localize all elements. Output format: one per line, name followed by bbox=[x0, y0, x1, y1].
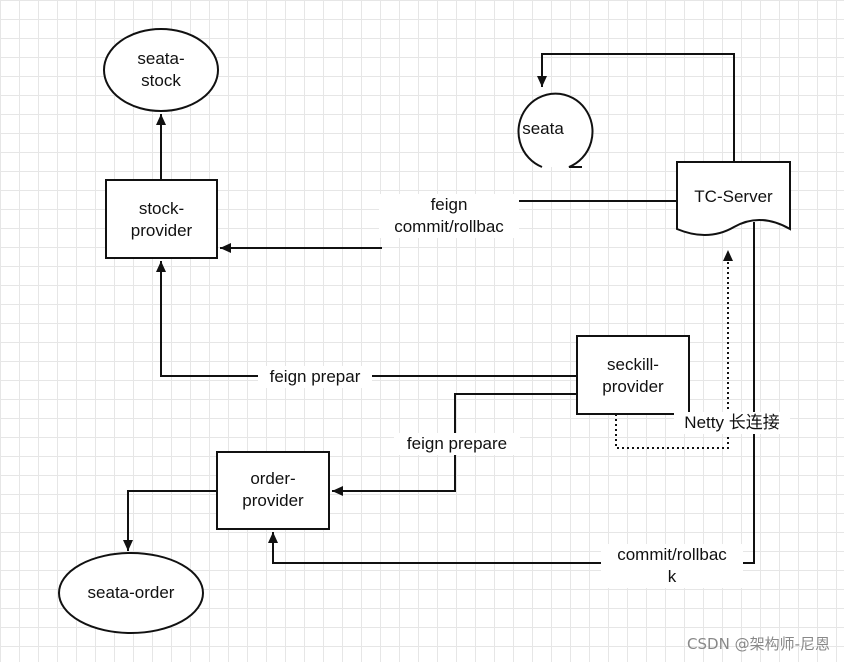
order-provider-label: order- provider bbox=[217, 468, 329, 512]
seckill-provider-label: seckill- provider bbox=[577, 354, 689, 398]
order-provider-label-line1: order- bbox=[250, 469, 296, 488]
csdn-watermark: CSDN @架构师-尼恩 bbox=[687, 635, 830, 653]
seata-stock-label-line2: stock bbox=[141, 71, 181, 90]
feign-prepare-text: feign prepare bbox=[406, 434, 508, 453]
order-provider-to-seata-order-edge bbox=[123, 490, 217, 551]
seckill-to-stock-provider-edge bbox=[156, 261, 577, 377]
tc-server-label: TC-Server bbox=[677, 186, 790, 208]
seata-order-node bbox=[58, 552, 204, 634]
seata-label-text: seata bbox=[522, 119, 564, 138]
seata-label: seata bbox=[505, 118, 581, 140]
order-provider-label-line2: provider bbox=[242, 491, 304, 510]
seckill-provider-node bbox=[576, 335, 690, 415]
tc-server-to-order-provider-edge bbox=[268, 222, 755, 564]
seckill-provider-label-line1: seckill- bbox=[607, 355, 659, 374]
seata-order-label-text: seata-order bbox=[87, 583, 175, 602]
netty-long-connection-edge bbox=[615, 250, 733, 449]
seata-stock-node bbox=[103, 28, 219, 112]
tc-server-node bbox=[676, 161, 791, 236]
stock-provider-label: stock- provider bbox=[106, 198, 217, 242]
seata-stock-label: seata- stock bbox=[106, 48, 216, 92]
commit-rollback-edge-label: commit/rollbac k bbox=[601, 544, 743, 588]
commit-rollback-line2: k bbox=[667, 567, 677, 586]
seata-node bbox=[517, 92, 594, 168]
tc-server-to-seata-edge bbox=[537, 53, 735, 162]
seata-stock-label-line1: seata- bbox=[137, 49, 185, 68]
feign-prepar-edge-label: feign prepar bbox=[258, 366, 372, 388]
feign-prepare-edge-label: feign prepare bbox=[394, 433, 520, 455]
commit-rollback-line1: commit/rollbac bbox=[617, 545, 727, 564]
stock-provider-label-line2: provider bbox=[130, 221, 193, 240]
tc-server-label-text: TC-Server bbox=[694, 187, 773, 206]
stock-provider-label-line1: stock- bbox=[138, 199, 185, 218]
feign-commit-rollback-line2: commit/rollbac bbox=[394, 217, 504, 236]
stock-provider-node bbox=[105, 179, 218, 259]
netty-edge-label: Netty 长连接 bbox=[674, 412, 790, 434]
seata-order-label: seata-order bbox=[59, 582, 203, 604]
seckill-provider-label-line2: provider bbox=[602, 377, 664, 396]
netty-text: Netty 长连接 bbox=[684, 413, 780, 432]
feign-prepar-text: feign prepar bbox=[269, 367, 361, 386]
feign-commit-rollback-edge-label: feign commit/rollbac bbox=[379, 194, 519, 238]
tc-server-to-stock-provider-edge bbox=[220, 200, 677, 248]
feign-commit-rollback-line1: feign bbox=[430, 195, 468, 214]
